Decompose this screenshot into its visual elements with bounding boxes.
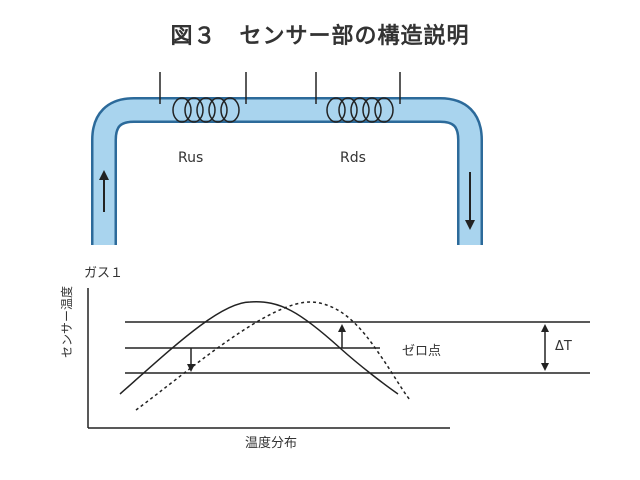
upstream-coil	[159, 72, 247, 123]
flow-tube	[91, 97, 483, 245]
downstream-coil-label: Rds	[340, 150, 366, 166]
solid-distribution-curve	[119, 301, 399, 395]
x-axis-label: 温度分布	[245, 436, 298, 451]
graph-axes	[87, 288, 450, 429]
left-shift-arrow	[187, 348, 195, 372]
flow-up-arrow	[99, 170, 109, 212]
downstream-coil	[315, 72, 401, 123]
level-lines	[125, 321, 590, 374]
upstream-coil-label: Rus	[178, 150, 204, 166]
delta-t-label: ΔT	[555, 339, 572, 354]
right-shift-arrow	[338, 324, 346, 348]
dashed-distribution-curve	[135, 301, 411, 411]
zero-point-label: ゼロ点	[402, 344, 442, 359]
gas-label: ガス１	[84, 266, 124, 281]
figure-title: 図３ センサー部の構造説明	[170, 24, 470, 49]
delta-t-arrow	[541, 324, 549, 371]
y-axis-label: センサー温度	[60, 285, 74, 358]
flow-down-arrow	[465, 172, 475, 230]
